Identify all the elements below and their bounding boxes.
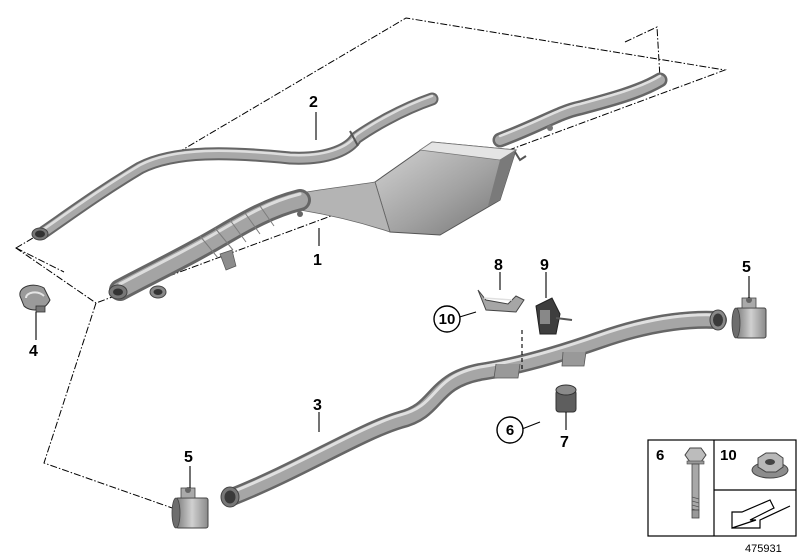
lower-reference-frame (43, 302, 179, 511)
upper-reference-frame (15, 17, 727, 304)
drawing-number: 475931 (745, 543, 782, 555)
callout-5-upper: 5 (742, 259, 751, 276)
clamp-sleeve-upper (731, 297, 767, 339)
clamp-sleeve-lower (171, 487, 209, 529)
legend-bolt-number: 6 (656, 447, 664, 464)
bracket-part-8 (477, 289, 525, 313)
arrow-icon (731, 499, 791, 529)
rear-pipe (220, 309, 727, 508)
callout-3: 3 (313, 397, 322, 414)
callout-10: 10 (439, 311, 456, 328)
legend-nut-number: 10 (720, 447, 737, 464)
callout-5-lower: 5 (184, 449, 193, 466)
callout-9: 9 (540, 257, 549, 274)
callout-8: 8 (494, 257, 503, 274)
flange-nut-icon (751, 452, 789, 479)
fastener-legend: 6 10 (647, 439, 797, 537)
clamp-part-4 (19, 284, 51, 313)
callout-10-circle: 10 (433, 305, 461, 333)
rubber-damper-part-7 (555, 384, 577, 413)
callout-1: 1 (313, 252, 322, 269)
bolt-icon (684, 447, 707, 519)
callout-2: 2 (309, 94, 318, 111)
callout-6-circle: 6 (496, 416, 524, 444)
leader-lines (35, 112, 750, 488)
callout-4: 4 (29, 343, 38, 360)
callout-7: 7 (560, 434, 569, 451)
rubber-mount-part-9 (535, 297, 573, 335)
catalytic-converter (108, 72, 668, 301)
callout-6: 6 (506, 422, 514, 439)
front-pipe (31, 92, 439, 241)
